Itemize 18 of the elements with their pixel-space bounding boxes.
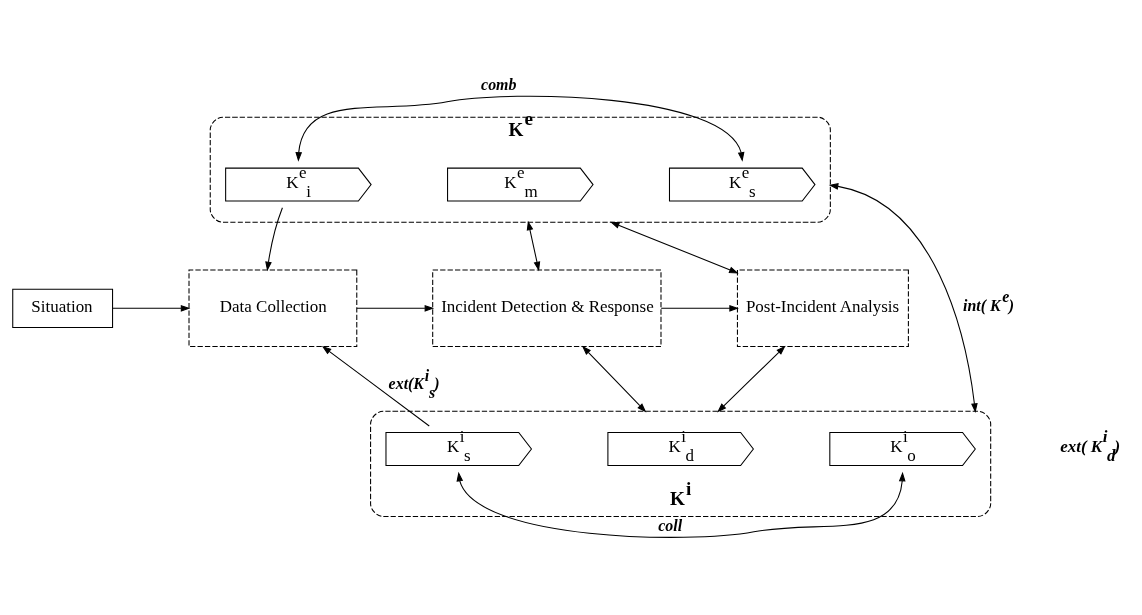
edge-label: coll (658, 516, 683, 534)
arrow (321, 345, 430, 426)
node-box: Data Collection (188, 269, 358, 347)
arrow (610, 221, 739, 273)
arrow (295, 95, 745, 162)
arrow (265, 206, 283, 271)
edge-label: comb (481, 75, 517, 93)
node-box: Incident Detection & Response (432, 269, 662, 347)
node-box: Post-Incident Analysis (736, 269, 909, 347)
arrow (526, 220, 541, 271)
arrow (660, 304, 739, 312)
arrow (356, 304, 435, 312)
arrow (828, 182, 978, 413)
arrow (112, 304, 191, 312)
arrow (581, 345, 647, 412)
arrow (456, 471, 906, 538)
arrow (717, 345, 786, 412)
node-box: Situation (12, 288, 114, 328)
